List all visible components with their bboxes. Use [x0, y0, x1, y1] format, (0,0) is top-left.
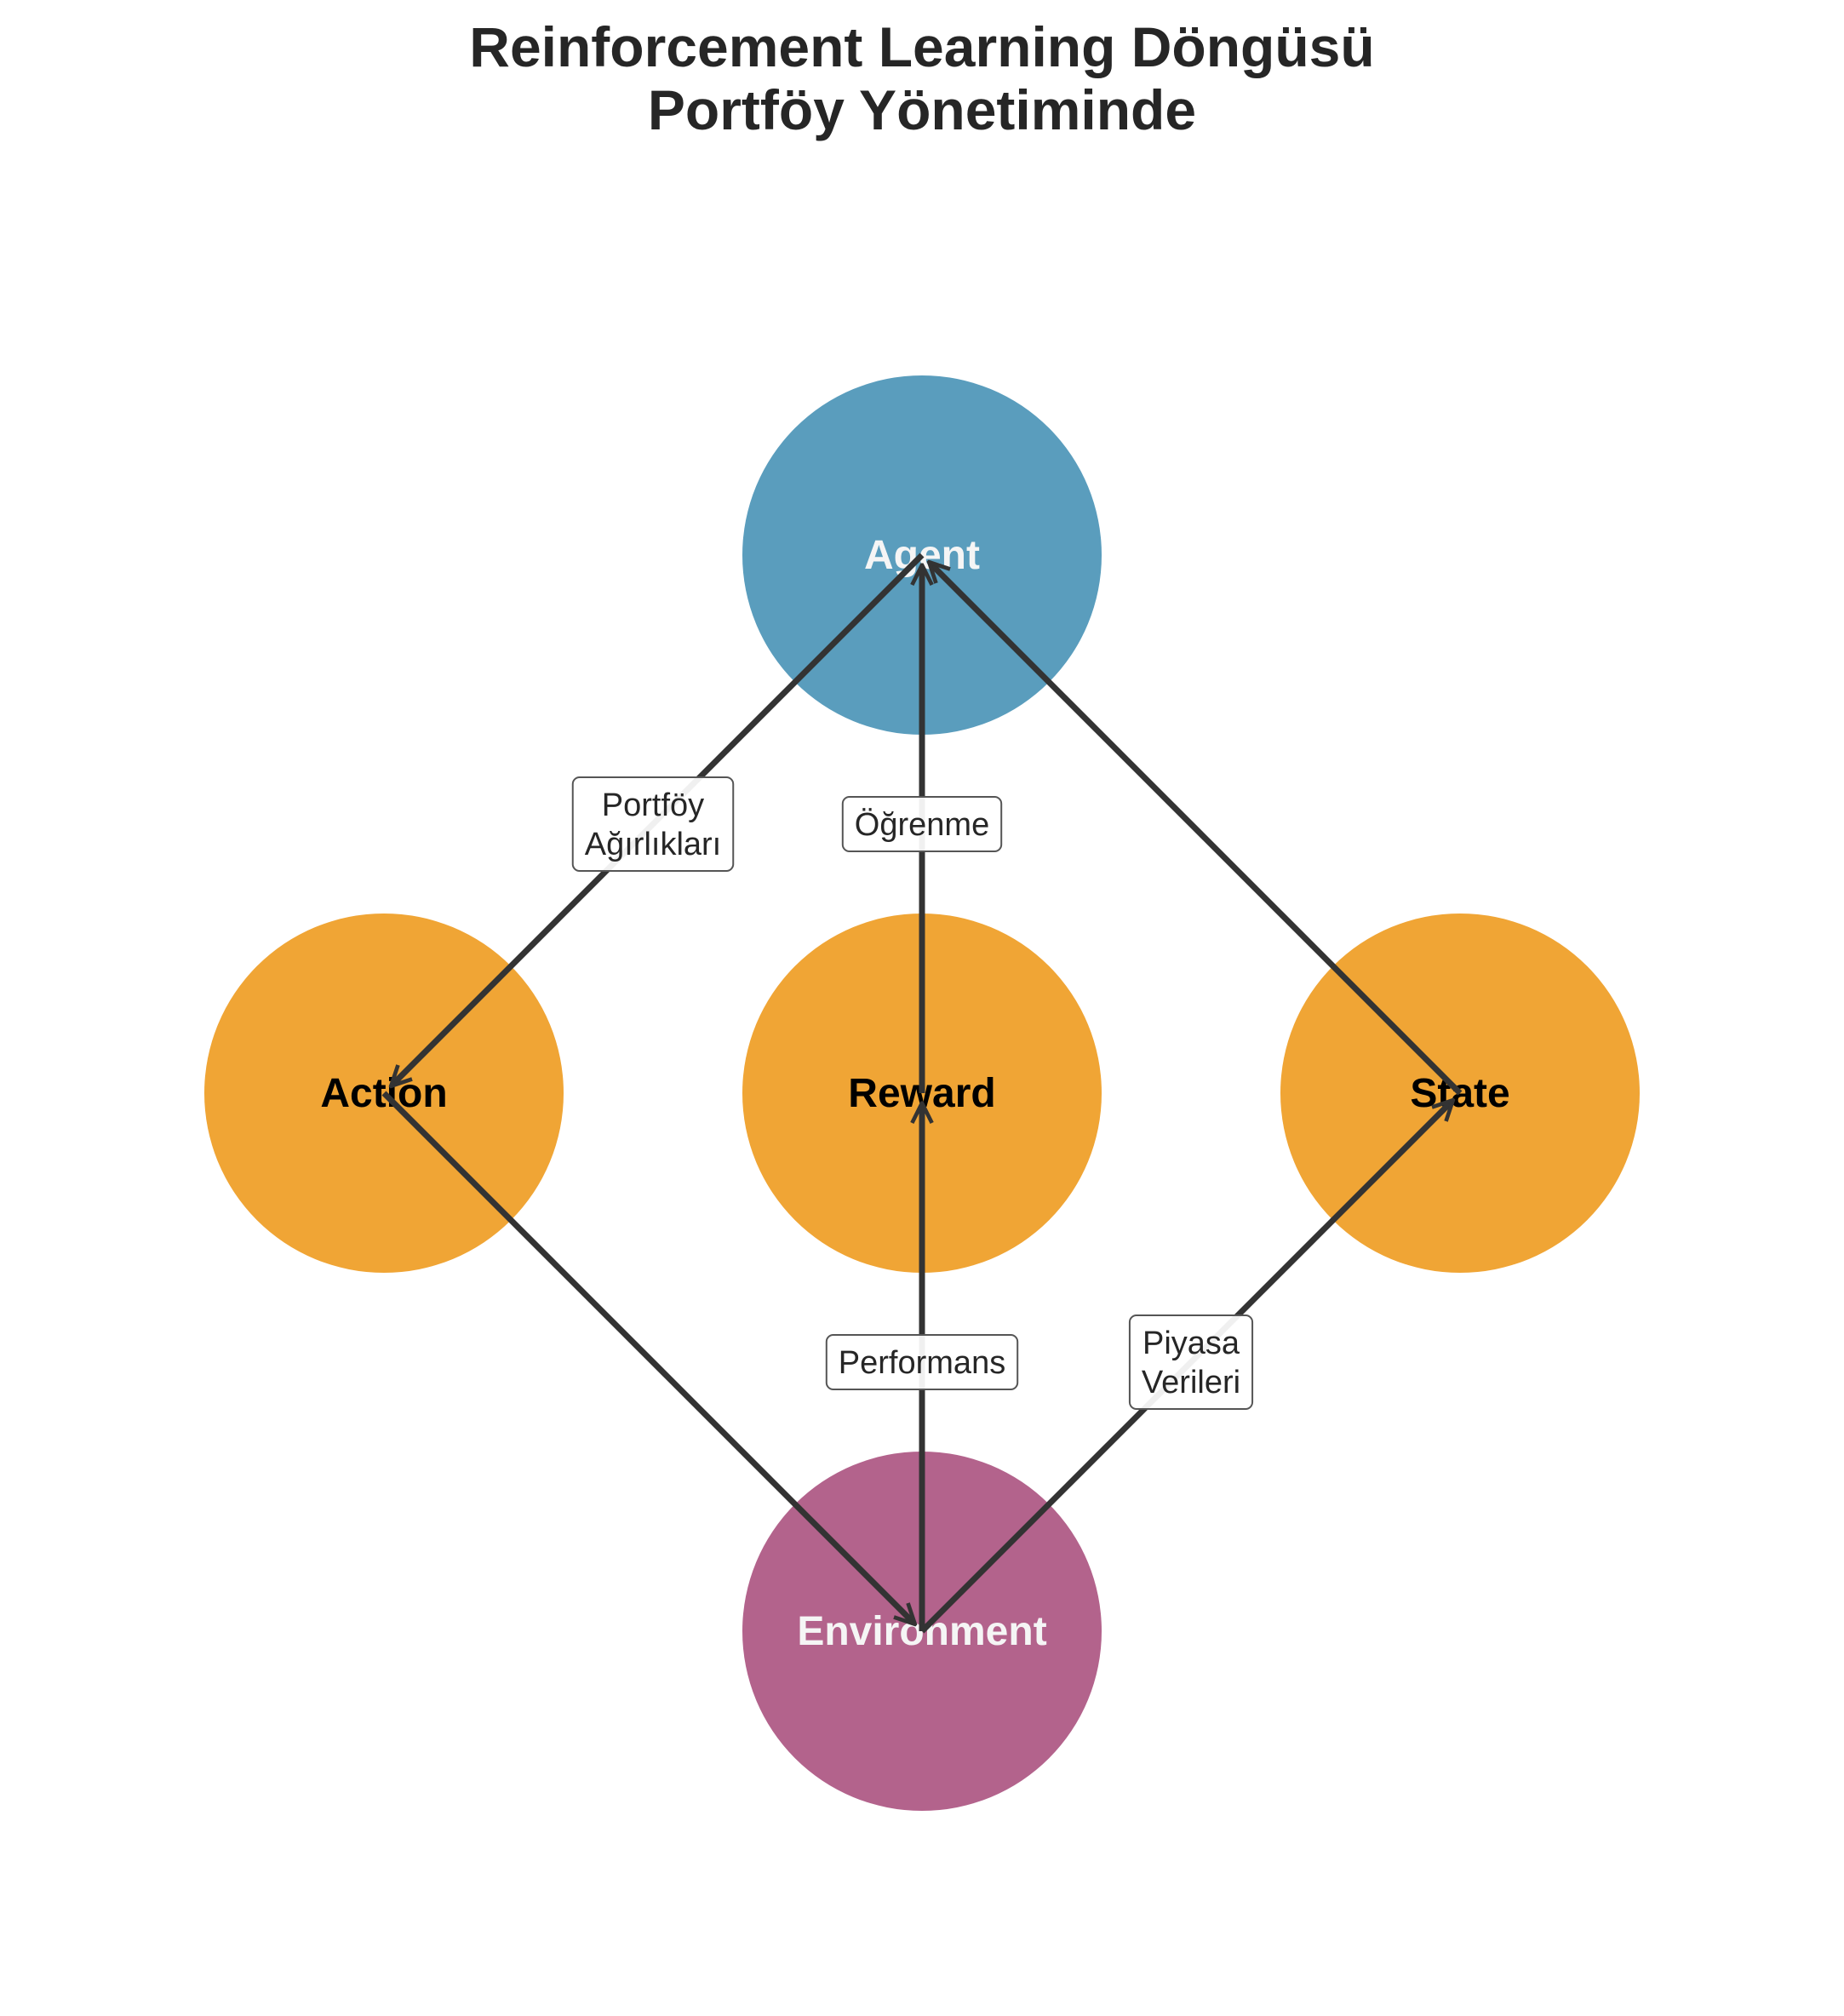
- arrow-action-to-environment: [381, 1091, 913, 1623]
- edge-label-line: Piyasa: [1142, 1326, 1240, 1361]
- diagram-title-line-1: Reinforcement Learning Döngüsü: [469, 15, 1374, 78]
- state-label: State: [1410, 1071, 1509, 1116]
- edge-label-line: Öğrenme: [855, 807, 989, 843]
- edge-label-environment-to-reward: Performans: [825, 1334, 1019, 1390]
- edge-label-line: Portföy: [602, 788, 704, 823]
- arrow-state-to-agent: [931, 564, 1463, 1096]
- edge-label-line: Verileri: [1142, 1365, 1240, 1400]
- edge-label-line: Performans: [839, 1345, 1005, 1381]
- edge-label-line: Ağırlıkları: [585, 827, 721, 862]
- edge-label-reward-to-agent: Öğrenme: [841, 796, 1003, 852]
- diagram-title-line-2: Portföy Yönetiminde: [648, 78, 1196, 141]
